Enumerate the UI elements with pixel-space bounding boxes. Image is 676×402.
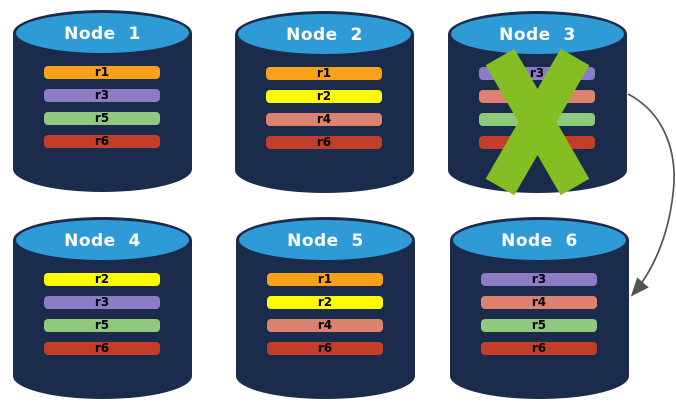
node-title: Node 3 xyxy=(499,25,576,45)
cylinder-top xyxy=(13,10,192,56)
replica-bar: r4 xyxy=(479,90,595,103)
replica-bar: r5 xyxy=(479,113,595,126)
node-2: Node 2 r1 r2 r4 r6 xyxy=(235,11,414,193)
node-title: Node 1 xyxy=(64,24,141,44)
replica-bar: r3 xyxy=(481,273,597,286)
replica-bar: r6 xyxy=(266,136,382,149)
replica-bar: r6 xyxy=(44,342,160,355)
replica-bar: r5 xyxy=(481,319,597,332)
replica-bar: r3 xyxy=(44,89,160,102)
node-title: Node 6 xyxy=(501,231,578,251)
replica-bar: r3 xyxy=(44,296,160,309)
replica-bar: r5 xyxy=(44,112,160,125)
replica-bar: r5 xyxy=(44,319,160,332)
cylinder-top xyxy=(235,11,414,57)
replica-bar: r4 xyxy=(481,296,597,309)
replica-bar: r1 xyxy=(266,67,382,80)
failover-arrow-path xyxy=(627,93,675,297)
replica-list: r1 r2 r4 r6 xyxy=(266,67,382,159)
replica-list: r3 r4 r5 r6 xyxy=(479,67,595,159)
replica-bar: r2 xyxy=(266,90,382,103)
replica-list: r2 r3 r5 r6 xyxy=(44,273,160,365)
node-title: Node 2 xyxy=(286,25,363,45)
replica-bar: r6 xyxy=(479,136,595,149)
replica-bar: r3 xyxy=(479,67,595,80)
replica-bar: r6 xyxy=(481,342,597,355)
replica-bar: r6 xyxy=(44,135,160,148)
replica-bar: r2 xyxy=(267,296,383,309)
node-4: Node 4 r2 r3 r5 r6 xyxy=(13,217,192,399)
node-1: Node 1 r1 r3 r5 r6 xyxy=(13,10,192,192)
cylinder-top xyxy=(13,217,192,263)
node-title: Node 4 xyxy=(64,231,141,251)
node-6: Node 6 r3 r4 r5 r6 xyxy=(450,217,629,399)
replica-list: r1 r3 r5 r6 xyxy=(44,66,160,158)
node-5: Node 5 r1 r2 r4 r6 xyxy=(236,217,415,399)
node-3: Node 3 r3 r4 r5 r6 xyxy=(448,11,627,196)
cylinder-top xyxy=(450,217,629,263)
replica-bar: r4 xyxy=(267,319,383,332)
replica-list: r3 r4 r5 r6 xyxy=(481,273,597,365)
replica-bar: r6 xyxy=(267,342,383,355)
replica-bar: r1 xyxy=(44,66,160,79)
replica-list: r1 r2 r4 r6 xyxy=(267,273,383,365)
cylinder-top xyxy=(236,217,415,263)
replica-bar: r2 xyxy=(44,273,160,286)
replica-bar: r4 xyxy=(266,113,382,126)
replica-bar: r1 xyxy=(267,273,383,286)
node-title: Node 5 xyxy=(287,231,364,251)
